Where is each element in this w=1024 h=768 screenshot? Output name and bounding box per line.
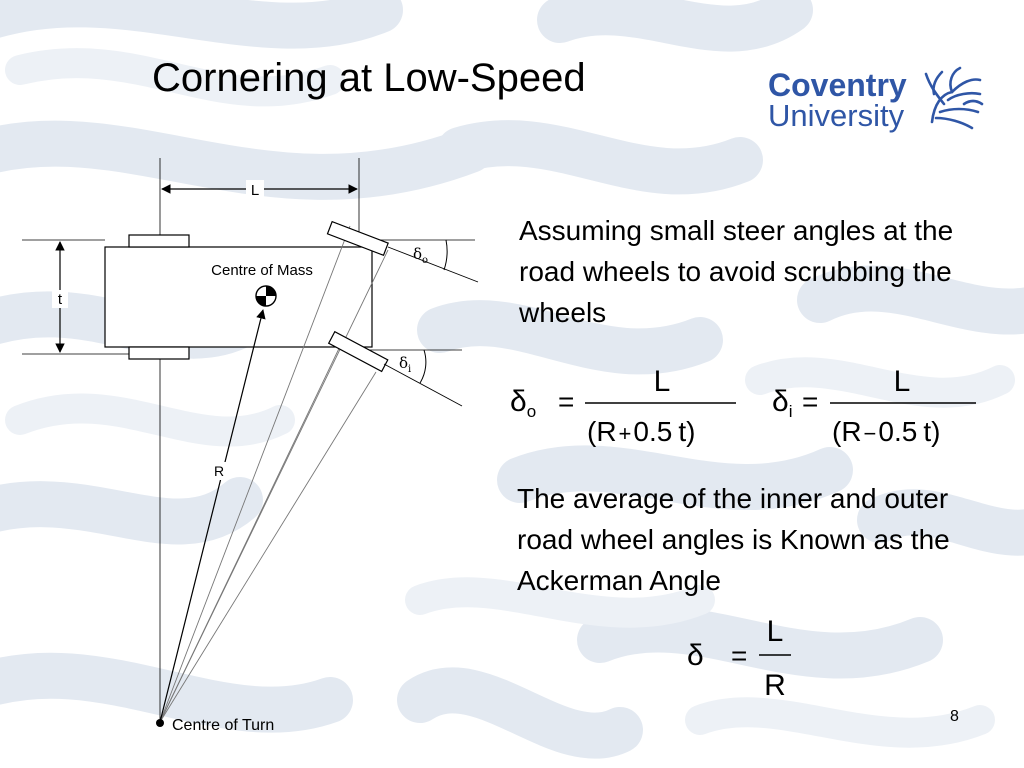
eq-a-denominator: R — [764, 669, 786, 702]
centre-of-mass-label: Centre of Mass — [211, 262, 313, 279]
eq-o-den-open: (R — [587, 416, 617, 447]
vehicle-body — [104, 246, 373, 348]
centre-of-turn-point — [156, 719, 164, 727]
equation-ackerman: δ = L R — [687, 615, 791, 702]
delta-o-symbol: δ — [413, 245, 422, 263]
label-t: t — [58, 291, 63, 308]
svg-text:(R−0.5t): (R−0.5t) — [832, 416, 940, 447]
rear-wheel-bottom — [128, 346, 190, 360]
steer-angle-lines — [383, 246, 479, 407]
eq-a-equals: = — [731, 640, 747, 671]
radius-R-line — [159, 309, 266, 723]
eq-i-den-close: t) — [923, 416, 940, 447]
logo-line1: Coventry — [768, 67, 907, 103]
centre-of-turn-label: Centre of Turn — [172, 717, 274, 734]
page-number: 8 — [950, 708, 959, 725]
eq-i-den-open: (R — [832, 416, 862, 447]
label-R: R — [214, 463, 224, 479]
delta-o-sub: o — [422, 255, 428, 266]
eq-o-numerator: L — [654, 365, 671, 398]
svg-text:δo: δo — [413, 245, 428, 266]
rear-wheel-top — [128, 234, 190, 248]
eq-i-lhs: δ — [772, 385, 789, 418]
eq-a-numerator: L — [767, 615, 784, 648]
angle-arcs — [419, 239, 448, 384]
extension-lines — [22, 158, 475, 722]
projection-lines — [159, 225, 389, 723]
eq-o-den-op: + — [619, 421, 632, 446]
centre-of-mass-icon — [255, 285, 277, 307]
eq-a-lhs: δ — [687, 639, 704, 672]
eq-i-equals: = — [802, 386, 818, 417]
eq-o-equals: = — [558, 386, 574, 417]
svg-text:(R+0.5t): (R+0.5t) — [587, 416, 695, 447]
svg-text:δo: δo — [510, 385, 536, 421]
phoenix-icon — [924, 66, 984, 130]
eq-i-den-op: − — [864, 421, 877, 446]
label-L: L — [251, 182, 259, 199]
small-steer-angle-text: Assuming small steer angles at the road … — [519, 215, 954, 328]
university-logo: Coventry University — [768, 66, 984, 133]
delta-i-symbol: δ — [399, 354, 408, 372]
front-wheel-outer — [326, 220, 389, 257]
eq-o-lhs: δ — [510, 385, 527, 418]
eq-i-den-num: 0.5 — [878, 416, 917, 447]
eq-o-lhs-sub: o — [527, 402, 536, 421]
ackerman-angle-text: The average of the inner and outer road … — [517, 483, 950, 596]
svg-text:δi: δi — [399, 354, 411, 375]
eq-i-lhs-sub: i — [789, 402, 793, 421]
slide-title: Cornering at Low-Speed — [152, 56, 586, 100]
delta-i-sub: i — [408, 364, 411, 375]
eq-o-den-close: t) — [678, 416, 695, 447]
eq-o-den-num: 0.5 — [633, 416, 672, 447]
logo-line2: University — [768, 98, 905, 133]
svg-text:δi: δi — [772, 385, 792, 421]
eq-i-numerator: L — [894, 365, 911, 398]
front-wheel-inner — [327, 330, 389, 373]
